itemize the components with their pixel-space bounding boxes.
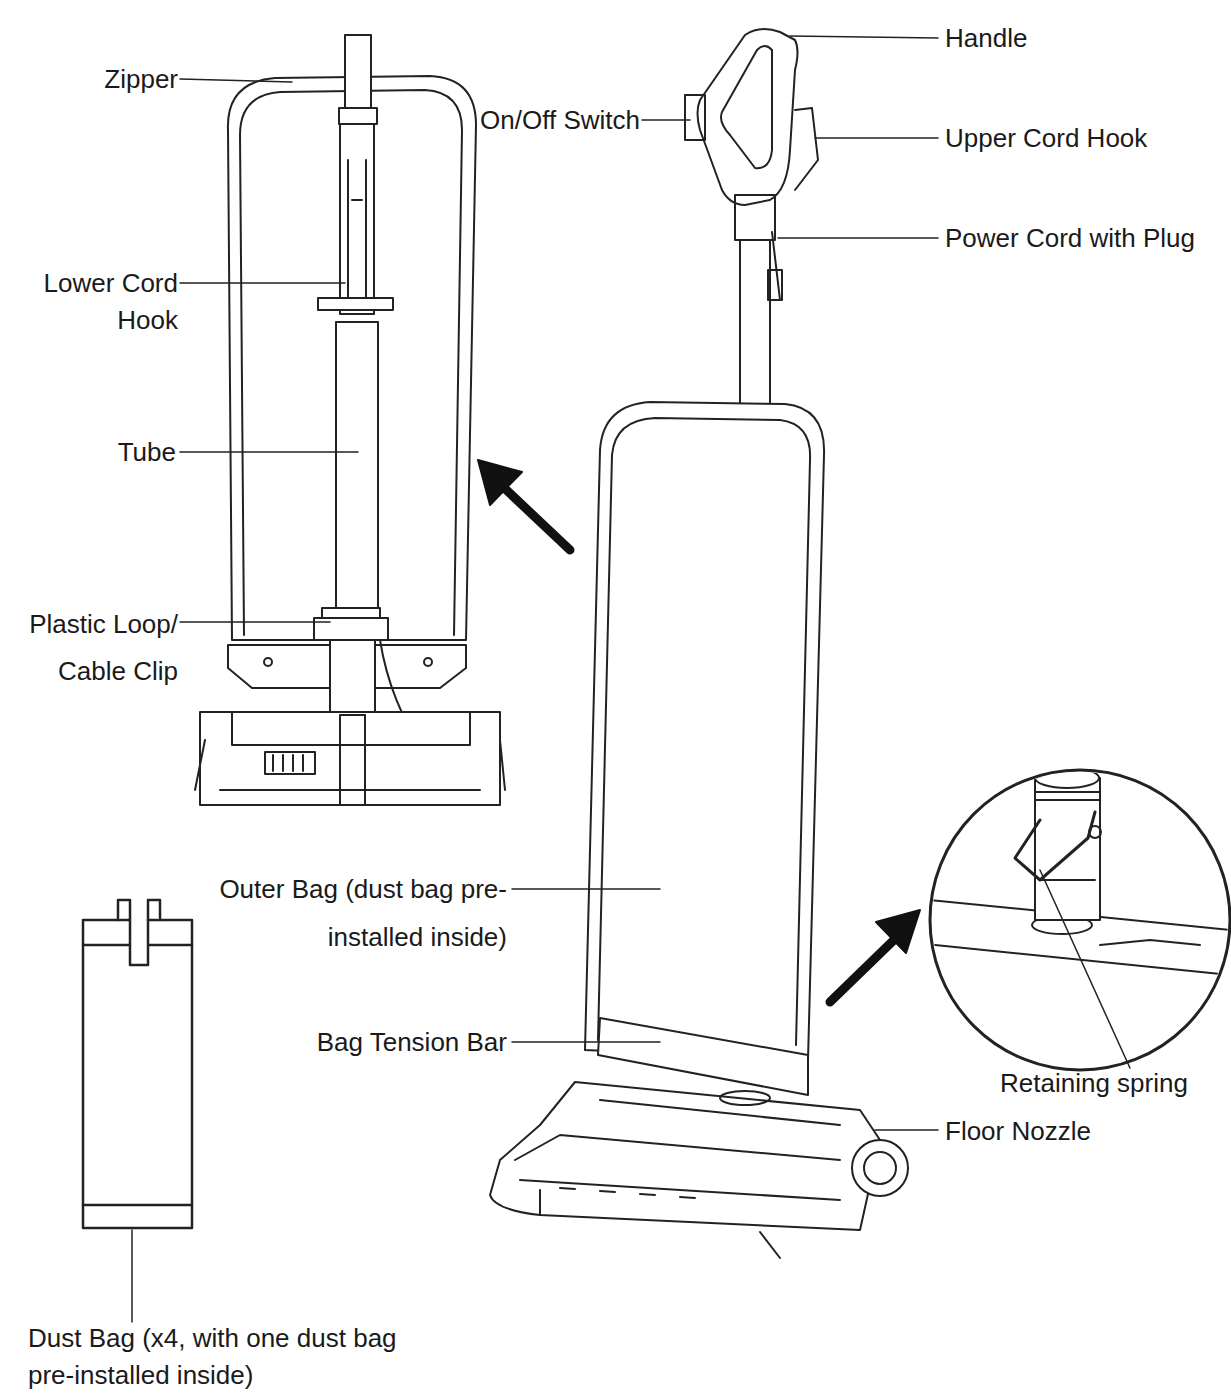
lower-cord-hook bbox=[318, 298, 393, 310]
inset-content bbox=[930, 768, 1230, 975]
leader-line bbox=[778, 237, 938, 239]
tube-detail bbox=[348, 160, 366, 300]
leader-line bbox=[790, 36, 938, 38]
leader-line bbox=[1040, 870, 1130, 1068]
part-label: Handle bbox=[945, 23, 1215, 53]
rivet bbox=[424, 658, 432, 666]
floor-nozzle-body bbox=[200, 712, 500, 805]
dust-bag bbox=[83, 900, 192, 1228]
pipe-top bbox=[1035, 768, 1099, 788]
upper-cord-hook bbox=[795, 108, 818, 190]
grip-base bbox=[735, 195, 775, 240]
leader-line bbox=[642, 119, 690, 121]
leader-line bbox=[512, 1041, 660, 1043]
nozzle-grille bbox=[265, 752, 315, 774]
part-label: Plastic Loop/ Cable Clip bbox=[0, 601, 178, 695]
pipe-rings bbox=[1035, 792, 1100, 880]
wheel-hub bbox=[864, 1152, 896, 1184]
leader-line bbox=[875, 1129, 938, 1131]
neck bbox=[330, 640, 375, 715]
view-arrows bbox=[478, 460, 920, 1002]
leader-line bbox=[180, 282, 345, 284]
plug bbox=[768, 270, 782, 300]
tube-upper bbox=[340, 124, 374, 314]
pole bbox=[740, 240, 770, 405]
dust-bag-bands bbox=[83, 945, 192, 1205]
dust-bag-tab bbox=[118, 900, 160, 965]
bag-port bbox=[720, 1091, 770, 1105]
nozzle-detail bbox=[515, 1100, 840, 1215]
power-cord bbox=[772, 232, 780, 300]
tube bbox=[336, 322, 378, 612]
arrow-head bbox=[478, 460, 522, 505]
leader-line bbox=[180, 621, 330, 623]
part-label: Tube bbox=[0, 437, 176, 467]
part-label: Bag Tension Bar bbox=[247, 1027, 507, 1057]
part-label: On/Off Switch bbox=[455, 105, 640, 135]
grille-slots bbox=[273, 755, 303, 771]
part-label: Floor Nozzle bbox=[945, 1116, 1215, 1146]
part-label: Power Cord with Plug bbox=[945, 223, 1230, 253]
rivet bbox=[264, 658, 272, 666]
pipe bbox=[1035, 778, 1100, 920]
leader-line bbox=[815, 137, 938, 139]
leader-line bbox=[512, 888, 660, 890]
arrow-shaft bbox=[830, 936, 898, 1002]
top-pipe bbox=[345, 35, 371, 110]
assembled-view bbox=[490, 29, 908, 1258]
part-label: Retaining spring bbox=[1000, 1068, 1228, 1098]
spring-pin bbox=[1089, 826, 1101, 838]
plastic-loop bbox=[322, 608, 380, 618]
retaining-spring-inset bbox=[930, 768, 1230, 1070]
inset-circle bbox=[930, 770, 1230, 1070]
tension-bar bbox=[598, 1018, 808, 1095]
bag-inner-outline bbox=[240, 90, 462, 635]
part-label: Lower Cord Hook bbox=[0, 265, 178, 339]
handle-opening bbox=[721, 46, 772, 168]
leader-line bbox=[180, 451, 358, 453]
nozzle-detail bbox=[195, 712, 505, 790]
part-label: Zipper bbox=[0, 64, 178, 94]
leader-line bbox=[180, 79, 292, 82]
bag-seam bbox=[598, 418, 810, 1045]
outer-bag bbox=[585, 402, 824, 1060]
bag-outline bbox=[228, 76, 476, 640]
part-label: Outer Bag (dust bag pre-installed inside… bbox=[212, 865, 507, 961]
floor-nozzle bbox=[490, 1082, 880, 1230]
wheel bbox=[852, 1140, 908, 1196]
spring-wire bbox=[1015, 812, 1095, 880]
handle-outline bbox=[698, 29, 798, 205]
brush-strip bbox=[760, 1232, 780, 1258]
neck-slot bbox=[340, 715, 365, 805]
arrow-head bbox=[876, 910, 920, 953]
nozzle-vents bbox=[560, 1188, 695, 1198]
arrow-shaft bbox=[500, 484, 570, 550]
open-view bbox=[195, 35, 505, 805]
part-label: Upper Cord Hook bbox=[945, 123, 1215, 153]
leader-line bbox=[131, 1230, 133, 1322]
pipe-collar bbox=[339, 108, 377, 124]
on-off-switch bbox=[685, 95, 705, 140]
part-label: Dust Bag (x4, with one dust bag pre-inst… bbox=[28, 1320, 408, 1394]
